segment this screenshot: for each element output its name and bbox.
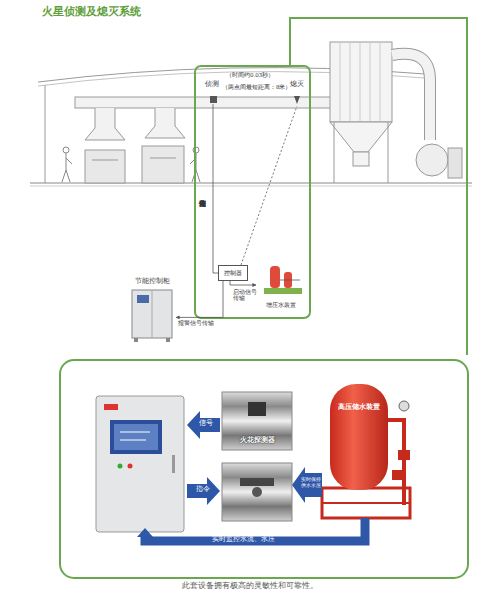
controller-box: 控制器 xyxy=(218,265,248,281)
annotation-label: 指令 xyxy=(196,486,210,493)
pipe-photo xyxy=(222,392,292,521)
water-tank xyxy=(322,502,410,504)
control-cabinet xyxy=(96,396,184,532)
water-device xyxy=(264,266,302,294)
signal-connector xyxy=(176,281,223,317)
detector-photo: 火花探测器 xyxy=(222,392,292,450)
dust-collector xyxy=(448,148,462,178)
dust-collector xyxy=(392,54,430,140)
factory-building xyxy=(30,68,472,186)
control-cabinet-small xyxy=(166,338,170,342)
water-tank xyxy=(322,488,410,518)
control-cabinet xyxy=(104,404,118,410)
green-frame xyxy=(195,66,310,318)
control-cabinet-small xyxy=(132,290,172,338)
green-frame xyxy=(290,18,467,355)
control-cabinet xyxy=(120,440,146,441)
dust-duct xyxy=(85,150,125,183)
pipe-photo xyxy=(252,487,262,497)
annotation-label: （两点间最短距离：8米） xyxy=(222,84,292,90)
sensor-marker xyxy=(210,96,217,103)
cabinet-node: 节能控制柜 xyxy=(128,279,176,343)
water-tank xyxy=(392,470,406,480)
dust-collector xyxy=(392,54,430,140)
annotation-label: （时间约0.03秒） xyxy=(226,72,274,78)
water-tank xyxy=(330,384,388,490)
dust-duct xyxy=(145,108,185,138)
dust-duct xyxy=(92,160,118,161)
flow-arrow xyxy=(292,467,322,503)
node-label: 节能控制柜 xyxy=(135,278,170,285)
tank-node: 高压储水装置 xyxy=(320,380,412,522)
diagram-caption: 此套设备拥有极高的灵敏性和可靠性。 xyxy=(0,582,500,591)
water-tank xyxy=(398,450,410,460)
water-device-node: 增压水装置 xyxy=(256,262,306,308)
water-device xyxy=(280,280,300,281)
dust-collector xyxy=(330,42,392,122)
signal-wire xyxy=(213,104,297,273)
dust-collector xyxy=(330,42,462,183)
control-cabinet xyxy=(172,455,175,473)
factory-building xyxy=(45,85,46,183)
green-frame xyxy=(60,360,468,578)
flow-arrow xyxy=(187,477,220,505)
dust-collector xyxy=(334,122,335,183)
sensor-marker xyxy=(294,96,300,104)
dust-duct xyxy=(150,158,176,159)
diagram-title: 火星侦测及熄灭系统 xyxy=(42,6,141,19)
pipe-photo xyxy=(222,463,292,521)
factory-building xyxy=(30,186,472,187)
control-cabinet-small xyxy=(137,295,149,303)
pipe-photo xyxy=(240,478,274,486)
water-tank xyxy=(322,384,410,518)
water-device xyxy=(264,288,302,294)
control-cabinet-small xyxy=(152,290,153,338)
signal-wire xyxy=(241,106,297,265)
control-cabinet xyxy=(128,464,133,469)
annotation-label: 实时保持供水水压 xyxy=(300,477,322,489)
worker-figure xyxy=(62,153,72,182)
dust-duct xyxy=(75,97,333,183)
dust-collector xyxy=(330,122,392,152)
flow-arrow xyxy=(137,528,153,537)
signal-wire xyxy=(213,104,218,273)
annotation-label: 实时监控水流、水压 xyxy=(212,536,275,543)
water-device xyxy=(270,266,280,288)
dust-duct xyxy=(85,108,125,140)
green-frame xyxy=(60,18,468,578)
control-cabinet xyxy=(120,432,150,433)
connector-label: 报警信号传输 xyxy=(178,320,214,326)
dust-collector xyxy=(353,152,369,166)
dust-collector xyxy=(388,122,389,183)
annotation-label: 信号 xyxy=(199,420,213,427)
water-tank xyxy=(399,401,409,411)
sensor-marker xyxy=(210,96,300,104)
dust-collector xyxy=(416,144,448,176)
node-label: 控制器 xyxy=(224,270,242,277)
flow-arrow xyxy=(137,411,365,541)
dust-collector xyxy=(340,42,380,122)
control-cabinet xyxy=(114,424,158,450)
water-tank xyxy=(388,420,404,505)
pipe-photo xyxy=(222,392,292,450)
dust-duct xyxy=(75,97,333,108)
worker-figure xyxy=(63,147,69,153)
control-cabinet-small xyxy=(134,338,138,342)
connector-label: 启动信号传输 xyxy=(233,289,257,302)
node-label: 高压储水装置 xyxy=(330,404,388,411)
node-label: 增压水装置 xyxy=(266,302,296,308)
control-cabinet xyxy=(96,396,184,532)
annotation-label: 侦测 xyxy=(205,80,219,88)
pipe-photo xyxy=(248,402,266,416)
worker-figure xyxy=(62,147,200,182)
node-label: 火花探测器 xyxy=(240,437,275,444)
dust-duct xyxy=(142,146,184,183)
control-cabinet-small xyxy=(132,290,172,342)
flow-arrow xyxy=(187,411,220,439)
signal-connector xyxy=(230,281,256,285)
annotation-label: 熄灭 xyxy=(290,80,304,88)
control-cabinet xyxy=(110,420,162,454)
control-cabinet xyxy=(118,464,123,469)
